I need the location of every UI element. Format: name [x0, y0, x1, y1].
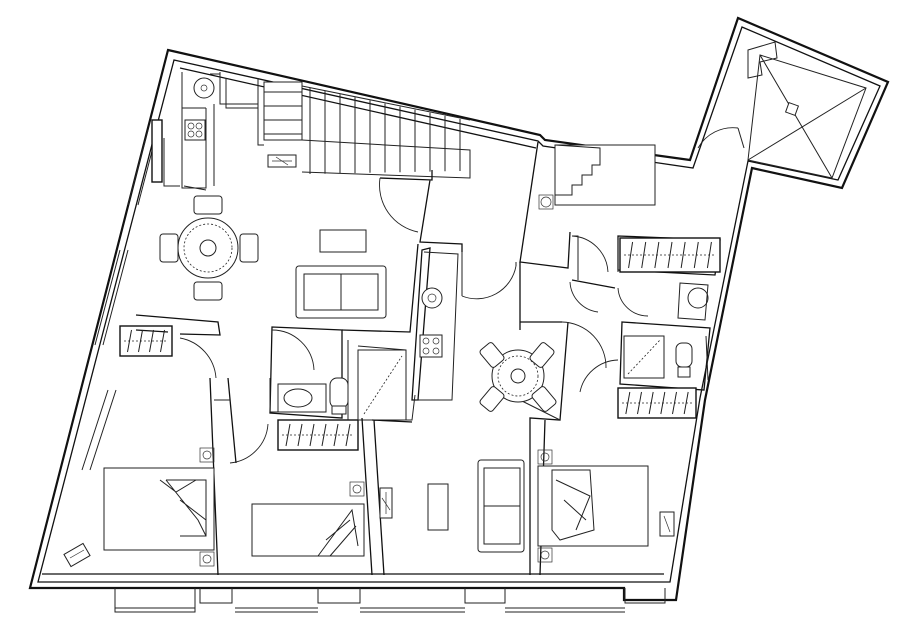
outer-walls — [28, 16, 890, 613]
wardrobe-hanger — [160, 329, 165, 353]
bed-centre — [251, 481, 365, 557]
wardrobe-hanger — [641, 241, 647, 269]
staircase-main — [225, 78, 471, 179]
wardrobe-hanger — [628, 241, 634, 269]
doors — [179, 177, 649, 464]
wardrobe-hatches — [124, 241, 716, 447]
bed-left — [63, 447, 215, 568]
skylight-turret — [697, 41, 867, 179]
dining-table-left — [159, 195, 259, 301]
staircase-right — [538, 144, 656, 210]
sofa-left — [267, 154, 387, 319]
kitchen-top-left — [183, 73, 220, 191]
left-wall-windows — [81, 119, 163, 471]
wardrobe-hanger — [149, 329, 154, 353]
wardrobe-hanger — [680, 241, 686, 269]
sofa-right — [379, 459, 525, 553]
bed-right — [537, 449, 675, 563]
dining-table-right — [479, 342, 557, 412]
